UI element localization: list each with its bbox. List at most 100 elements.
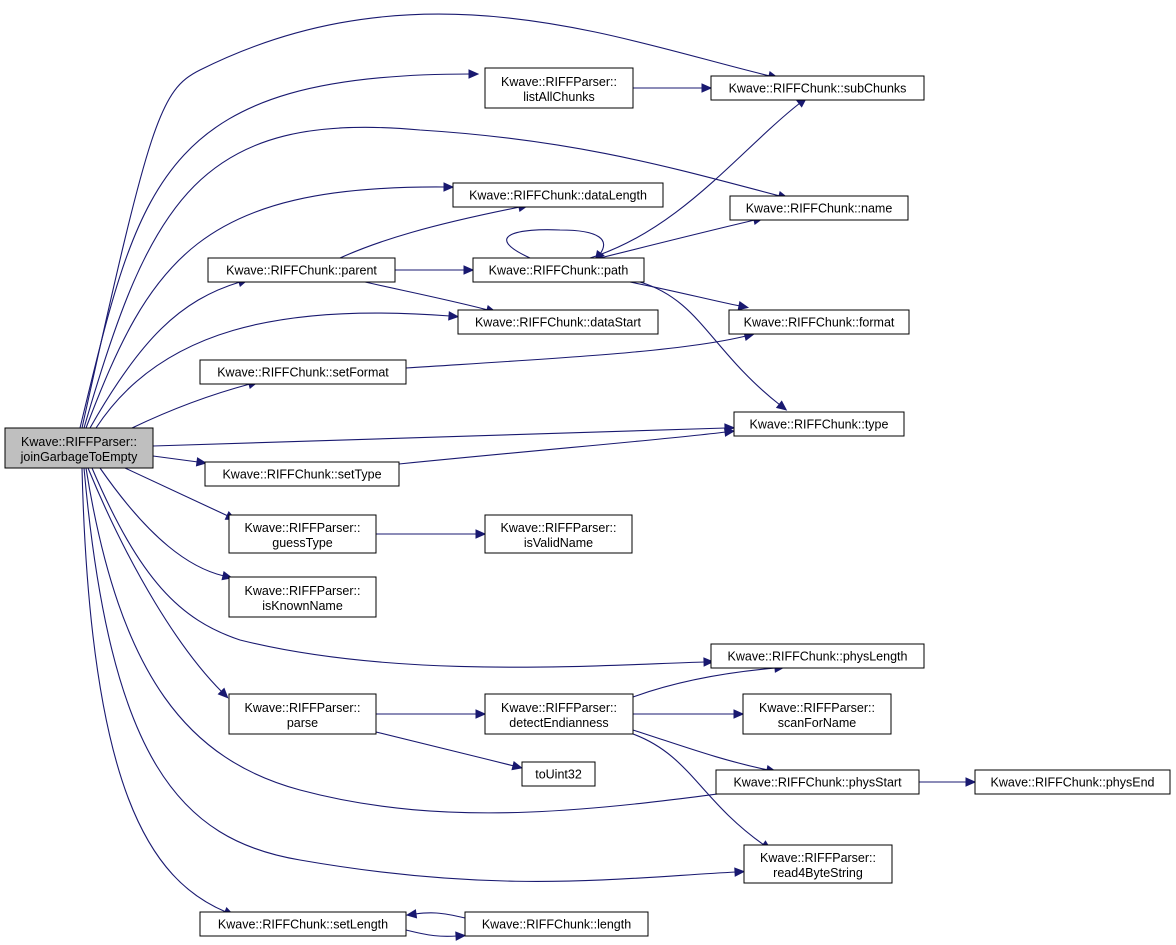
node-box — [710, 75, 925, 101]
node-dataLength[interactable]: Kwave::RIFFChunk::dataLength — [452, 182, 664, 208]
edge-root-to-dataLength — [85, 186, 446, 429]
edge-setFormat-to-format — [405, 335, 747, 369]
node-label: Kwave::RIFFChunk::physLength — [728, 650, 908, 664]
edge-parent-to-dataStart — [364, 281, 489, 311]
node-label: joinGarbageToEmpty — [20, 450, 138, 464]
node-label: Kwave::RIFFChunk::physStart — [733, 776, 902, 790]
node-box — [728, 309, 910, 335]
node-label: listAllChunks — [523, 90, 595, 104]
node-box — [204, 461, 400, 487]
node-setType[interactable]: Kwave::RIFFChunk::setType — [204, 461, 400, 487]
node-toUint32[interactable]: toUint32 — [521, 761, 596, 787]
node-label: scanForName — [778, 716, 857, 730]
node-label: Kwave::RIFFChunk::format — [744, 316, 895, 330]
node-physLength[interactable]: Kwave::RIFFChunk::physLength — [710, 643, 925, 669]
edge-path-to-format — [629, 281, 741, 307]
node-label: Kwave::RIFFChunk::subChunks — [729, 82, 907, 96]
node-box — [199, 359, 407, 385]
node-box — [457, 309, 659, 335]
arrowhead-setType-to-type — [723, 427, 736, 437]
edge-root-to-setType — [152, 455, 199, 463]
edge-path-to-name — [599, 219, 756, 259]
edge-root-to-parse — [87, 467, 223, 693]
edge-setType-to-type — [398, 431, 727, 465]
arrowhead-root-to-dataLength — [443, 182, 455, 192]
arrowhead-root-to-read4 — [734, 867, 746, 877]
node-isKnownName[interactable]: Kwave::RIFFParser::isKnownName — [228, 576, 377, 618]
edge-root-to-parent — [89, 281, 241, 429]
node-length[interactable]: Kwave::RIFFChunk::length — [464, 911, 649, 937]
arrowhead-root-to-listAll — [468, 69, 480, 79]
node-label: Kwave::RIFFParser:: — [245, 584, 361, 598]
node-label: isKnownName — [262, 599, 343, 613]
node-dataStart[interactable]: Kwave::RIFFChunk::dataStart — [457, 309, 659, 335]
node-box — [228, 693, 377, 735]
node-label: Kwave::RIFFChunk::physEnd — [991, 776, 1155, 790]
node-label: Kwave::RIFFParser:: — [759, 701, 875, 715]
node-path[interactable]: Kwave::RIFFChunk::path — [472, 257, 645, 283]
node-box — [228, 576, 377, 618]
node-label: Kwave::RIFFParser:: — [501, 521, 617, 535]
node-setFormat[interactable]: Kwave::RIFFChunk::setFormat — [199, 359, 407, 385]
node-label: Kwave::RIFFChunk::length — [482, 918, 631, 932]
node-box — [974, 769, 1171, 795]
node-label: Kwave::RIFFParser:: — [760, 851, 876, 865]
edge-root-to-guessType — [124, 467, 229, 517]
node-box — [484, 693, 634, 735]
edge-root-to-isKnownName — [99, 467, 225, 577]
node-scanForName[interactable]: Kwave::RIFFParser::scanForName — [742, 693, 892, 735]
node-label: Kwave::RIFFChunk::parent — [226, 264, 377, 278]
node-label: Kwave::RIFFParser:: — [245, 521, 361, 535]
node-guessType[interactable]: Kwave::RIFFParser::guessType — [228, 514, 377, 554]
node-parse[interactable]: Kwave::RIFFParser::parse — [228, 693, 377, 735]
arrowhead-path-to-format — [737, 301, 750, 311]
edge-root-to-setFormat — [131, 383, 251, 429]
node-label: toUint32 — [535, 768, 582, 782]
node-box — [484, 514, 633, 554]
arrowhead-root-to-parse — [217, 687, 229, 699]
node-box — [199, 911, 407, 937]
node-label: Kwave::RIFFChunk::setType — [222, 468, 381, 482]
edge-parent-to-dataLength — [339, 206, 521, 259]
node-label: Kwave::RIFFChunk::setFormat — [217, 366, 389, 380]
arrowhead-guessType-to-isValidName — [475, 529, 487, 539]
node-box — [484, 67, 634, 109]
edge-root-to-name — [83, 126, 781, 429]
node-format[interactable]: Kwave::RIFFChunk::format — [728, 309, 910, 335]
node-listAll[interactable]: Kwave::RIFFParser::listAllChunks — [484, 67, 634, 109]
node-label: Kwave::RIFFChunk::setLength — [218, 918, 388, 932]
node-label: Kwave::RIFFChunk::path — [489, 264, 629, 278]
node-box — [742, 693, 892, 735]
node-setLength[interactable]: Kwave::RIFFChunk::setLength — [199, 911, 407, 937]
node-label: Kwave::RIFFChunk::type — [750, 418, 889, 432]
arrowhead-setLength-to-length — [455, 931, 467, 941]
node-label: Kwave::RIFFParser:: — [21, 435, 137, 449]
node-physEnd[interactable]: Kwave::RIFFChunk::physEnd — [974, 769, 1171, 795]
edge-setLength-to-length — [405, 929, 458, 937]
node-box — [452, 182, 664, 208]
node-box — [743, 844, 893, 884]
node-root[interactable]: Kwave::RIFFParser::joinGarbageToEmpty — [4, 427, 154, 469]
node-parent[interactable]: Kwave::RIFFChunk::parent — [207, 257, 396, 283]
node-read4[interactable]: Kwave::RIFFParser::read4ByteString — [743, 844, 893, 884]
node-subChunks[interactable]: Kwave::RIFFChunk::subChunks — [710, 75, 925, 101]
node-type[interactable]: Kwave::RIFFChunk::type — [733, 411, 905, 437]
edge-root-to-physLength — [91, 467, 706, 668]
node-name[interactable]: Kwave::RIFFChunk::name — [729, 195, 909, 221]
edge-root-to-setLength — [81, 467, 227, 913]
edge-detectEnd-to-read4 — [632, 733, 765, 846]
arrowhead-parse-to-detectEnd — [475, 709, 487, 719]
node-box — [521, 761, 596, 787]
node-physStart[interactable]: Kwave::RIFFChunk::physStart — [715, 769, 920, 795]
arrowhead-root-to-physLength — [703, 657, 715, 667]
node-label: Kwave::RIFFChunk::dataStart — [475, 316, 642, 330]
node-isValidName[interactable]: Kwave::RIFFParser::isValidName — [484, 514, 633, 554]
node-detectEnd[interactable]: Kwave::RIFFParser::detectEndianness — [484, 693, 634, 735]
arrowhead-parse-to-toUint32 — [511, 761, 523, 771]
arrowhead-detectEnd-to-scanForName — [733, 709, 745, 719]
edge-detectEnd-to-physLength — [632, 667, 777, 698]
arrowhead-parent-to-path — [463, 265, 475, 275]
arrowhead-path-to-type — [775, 400, 788, 411]
node-box — [464, 911, 649, 937]
